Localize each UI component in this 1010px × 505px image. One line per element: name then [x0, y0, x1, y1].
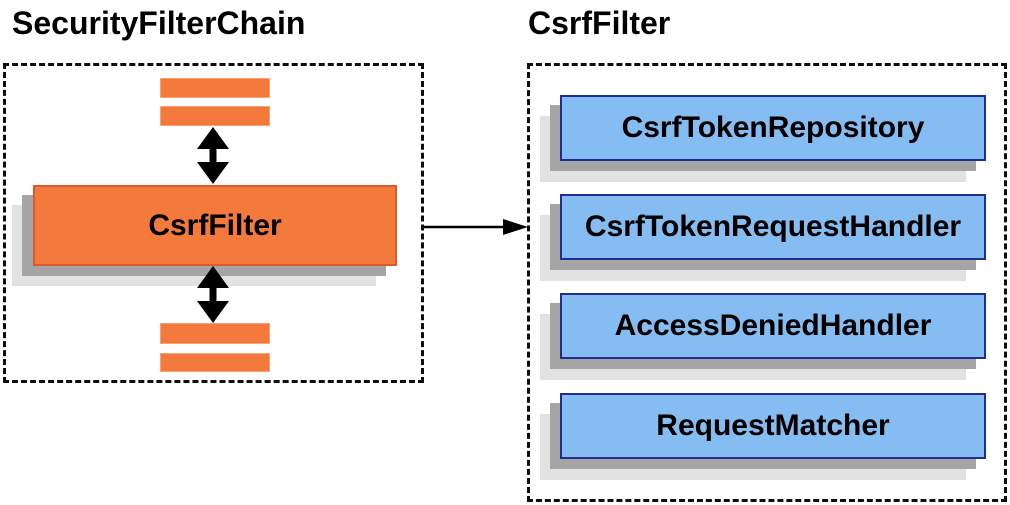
component-box-access-denied-handler: AccessDeniedHandler	[560, 293, 986, 359]
security-filter-chain-container	[3, 63, 424, 383]
component-box-csrf-token-repository: CsrfTokenRepository	[560, 95, 986, 161]
component-box-csrf-token-request-handler: CsrfTokenRequestHandler	[560, 194, 986, 260]
component-label: AccessDeniedHandler	[614, 309, 932, 342]
flow-arrow-icon	[424, 219, 528, 235]
csrf-filter-components-container	[527, 63, 1007, 502]
bidirectional-arrow-icon	[197, 127, 229, 184]
filter-placeholder-bar	[160, 353, 270, 372]
bidirectional-arrow-icon	[197, 266, 229, 323]
csrf-filter-box: CsrfFilter	[33, 185, 397, 266]
filter-placeholder-bar	[160, 78, 270, 98]
security-filter-chain-title: SecurityFilterChain	[12, 5, 306, 41]
component-box-request-matcher: RequestMatcher	[560, 393, 986, 459]
csrf-filter-title: CsrfFilter	[528, 5, 671, 41]
component-label: CsrfTokenRepository	[621, 111, 925, 144]
component-label: RequestMatcher	[656, 409, 890, 442]
component-label: CsrfTokenRequestHandler	[584, 210, 962, 243]
filter-placeholder-bar	[160, 323, 270, 344]
filter-placeholder-bar	[160, 106, 270, 126]
csrf-filter-box-label: CsrfFilter	[148, 208, 282, 242]
